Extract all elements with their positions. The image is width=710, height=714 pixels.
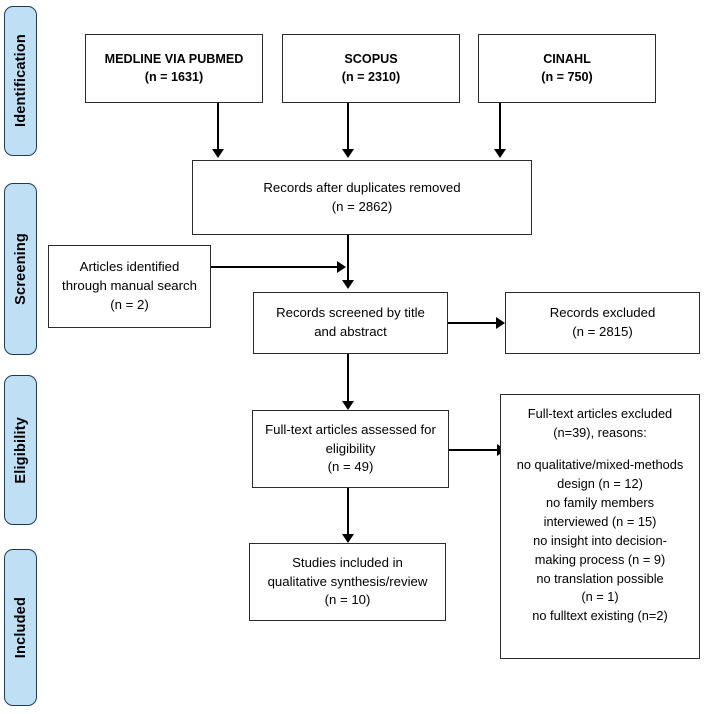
- box-reasons-line-3: no qualitative/mixed-methods: [516, 456, 684, 472]
- box-reasons-line-11: no fulltext existing (n=2): [532, 608, 668, 624]
- box-manual-search-line-1: Articles identified: [79, 259, 180, 275]
- arrowhead-scopus-to-duplicates: [342, 149, 354, 158]
- connector-duplicates-to-screened: [347, 235, 349, 281]
- stage-pill-screening: Screening: [4, 183, 37, 355]
- stage-label-eligibility: Eligibility: [12, 416, 29, 484]
- box-scopus-line-2: (n = 2310): [341, 69, 401, 84]
- connector-screened-to-fulltext: [347, 354, 349, 403]
- box-fulltext-assessed: Full-text articles assessed for eligibil…: [252, 410, 449, 488]
- box-medline-line-1: MEDLINE VIA PUBMED: [104, 51, 244, 66]
- box-medline-source: MEDLINE VIA PUBMED (n = 1631): [85, 34, 263, 103]
- connector-fulltext-to-included: [347, 488, 349, 536]
- box-cinahl-source: CINAHL (n = 750): [478, 34, 656, 103]
- box-studies-included: Studies included in qualitative synthesi…: [249, 543, 446, 621]
- box-fulltext-excluded-reasons: Full-text articles excluded (n=39), reas…: [500, 394, 700, 659]
- box-records-excluded-line-1: Records excluded: [549, 305, 656, 321]
- stage-pill-identification: Identification: [4, 6, 37, 156]
- box-records-excluded: Records excluded (n = 2815): [505, 292, 700, 354]
- connector-medline-to-duplicates: [217, 103, 219, 151]
- box-reasons-line-9: no translation possible: [536, 570, 664, 586]
- box-records-screened: Records screened by title and abstract: [253, 292, 448, 354]
- arrowhead-fulltext-to-included: [342, 534, 354, 543]
- box-duplicates-removed: Records after duplicates removed (n = 28…: [192, 160, 532, 235]
- stage-label-screening: Screening: [12, 233, 29, 305]
- connector-manual-search-to-screened: [211, 266, 339, 268]
- arrowhead-screened-to-excluded: [496, 317, 505, 329]
- arrowhead-duplicates-to-screened: [342, 280, 354, 289]
- stage-pill-eligibility: Eligibility: [4, 375, 37, 525]
- box-reasons-line-6: interviewed (n = 15): [543, 513, 657, 529]
- stage-pill-included: Included: [4, 549, 37, 706]
- box-reasons-line-1: Full-text articles excluded: [527, 406, 673, 421]
- box-records-excluded-line-2: (n = 2815): [572, 324, 633, 339]
- box-duplicates-line-2: (n = 2862): [331, 198, 393, 214]
- box-fulltext-assessed-line-3: (n = 49): [327, 459, 374, 475]
- box-studies-included-line-3: (n = 10): [324, 592, 371, 608]
- box-scopus-source: SCOPUS (n = 2310): [282, 34, 460, 103]
- box-records-screened-line-1: Records screened by title: [276, 305, 425, 321]
- box-studies-included-line-2: qualitative synthesis/review: [267, 573, 428, 589]
- arrowhead-screened-to-fulltext: [342, 401, 354, 410]
- arrowhead-cinahl-to-duplicates: [494, 149, 506, 158]
- box-reasons-line-7: no insight into decision-: [533, 532, 667, 548]
- box-medline-line-2: (n = 1631): [144, 69, 204, 84]
- box-reasons-line-8: making process (n = 9): [534, 551, 666, 567]
- stage-label-identification: Identification: [12, 34, 29, 128]
- box-fulltext-assessed-line-2: eligibility: [325, 440, 376, 456]
- box-cinahl-line-2: (n = 750): [541, 69, 593, 84]
- box-manual-search: Articles identified through manual searc…: [48, 245, 211, 328]
- box-reasons-line-5: no family members: [545, 494, 655, 510]
- box-fulltext-assessed-line-1: Full-text articles assessed for: [265, 421, 436, 437]
- connector-cinahl-to-duplicates: [499, 103, 501, 151]
- connector-screened-to-excluded: [448, 322, 500, 324]
- box-reasons-line-4: design (n = 12): [557, 475, 643, 491]
- box-reasons-line-2: (n=39), reasons:: [553, 424, 647, 440]
- box-manual-search-line-3: (n = 2): [110, 296, 149, 312]
- box-studies-included-line-1: Studies included in: [292, 554, 403, 570]
- box-scopus-line-1: SCOPUS: [344, 51, 398, 66]
- arrowhead-medline-to-duplicates: [212, 149, 224, 158]
- box-duplicates-line-1: Records after duplicates removed: [263, 179, 461, 195]
- stage-label-included: Included: [12, 596, 29, 659]
- arrowhead-manual-search-to-screened: [337, 261, 346, 273]
- connector-scopus-to-duplicates: [347, 103, 349, 151]
- connector-fulltext-to-excluded-reasons: [449, 449, 501, 451]
- box-records-screened-line-2: and abstract: [314, 324, 387, 339]
- box-manual-search-line-2: through manual search: [62, 278, 197, 294]
- box-reasons-line-10: (n = 1): [581, 589, 619, 605]
- box-cinahl-line-1: CINAHL: [543, 51, 591, 66]
